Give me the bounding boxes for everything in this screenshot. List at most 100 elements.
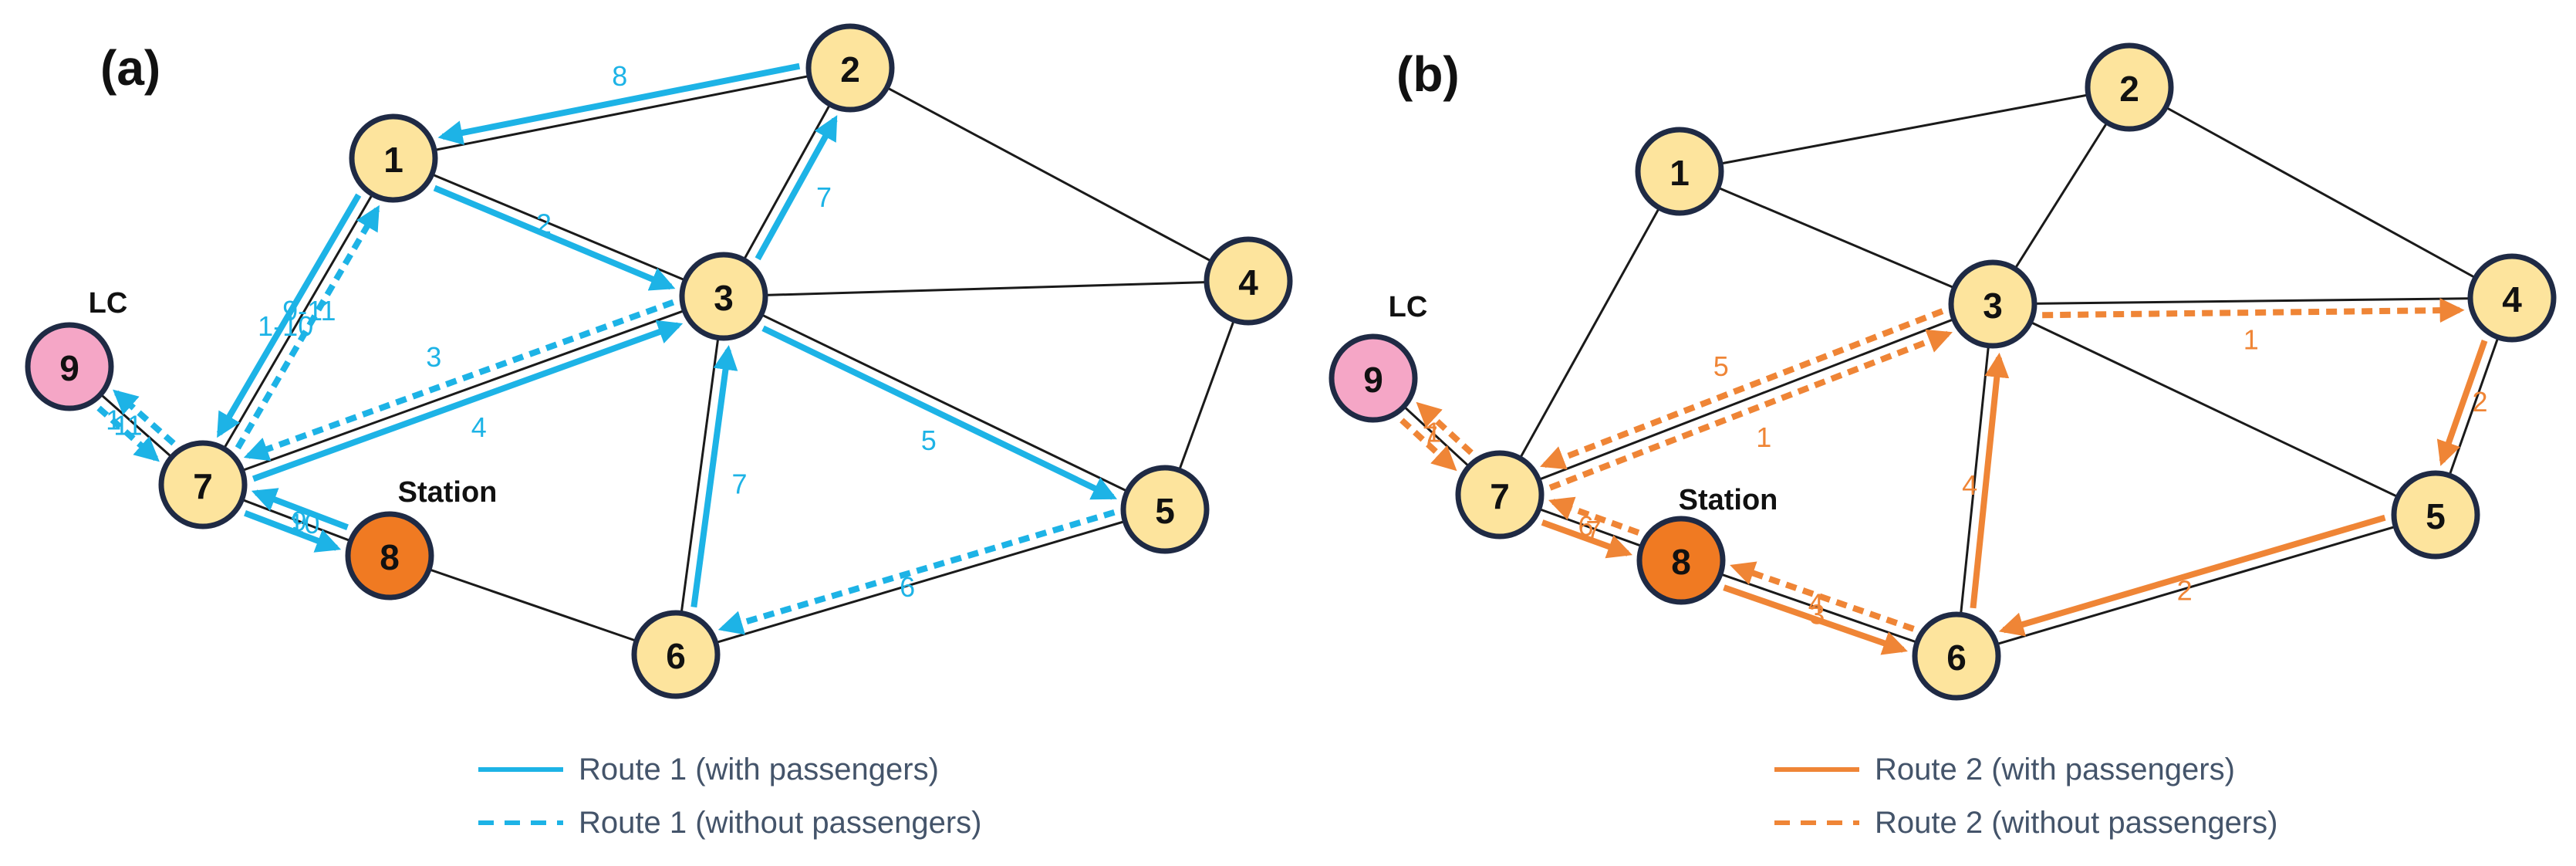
node-circle: [1455, 450, 1545, 540]
route-arrow-6-3: [1970, 352, 2010, 609]
route-step-label: 2: [2473, 386, 2488, 418]
node-3: 3: [679, 252, 768, 341]
node-4: 4: [1204, 236, 1293, 326]
edge-1-7: [1498, 171, 1681, 496]
node-circle: [2085, 42, 2174, 132]
edge-3-6: [674, 296, 725, 655]
station-node-8: 8: [1636, 516, 1726, 605]
edge-3-4: [723, 279, 1249, 298]
route-arrow-1-7: [216, 193, 362, 438]
legend-dashed-text: Route 2 (without passengers): [1875, 806, 2278, 840]
route-step-label: 2: [2177, 574, 2193, 606]
node-circle: [1329, 333, 1418, 423]
node-circle: [25, 322, 114, 411]
node-7: 7: [158, 440, 248, 529]
route-step-label: 11: [113, 409, 142, 441]
node-circle: [631, 610, 721, 699]
node-circle: [805, 23, 895, 113]
route-arrow-3-7: [1540, 308, 1944, 470]
route-arrow-8-6: [1723, 584, 1908, 655]
node-label: 6: [1946, 638, 1967, 678]
node-label: 4: [2502, 279, 2522, 320]
legend-dashed-text: Route 1 (without passengers): [579, 806, 982, 840]
node-6: 6: [631, 610, 721, 699]
route-step-label: 9-11: [282, 295, 336, 326]
edge-5-6: [675, 508, 1166, 656]
route-arrow-7-3: [252, 320, 684, 482]
panel-label: (b): [1396, 46, 1460, 102]
route-step-label: 1: [2243, 324, 2259, 356]
route-arrow-3-4: [2042, 298, 2465, 323]
route-step-label: 4: [1808, 588, 1824, 620]
edge-3-5: [1992, 303, 2436, 516]
route-arrow-2-1: [437, 63, 801, 145]
node-circle: [2391, 470, 2480, 560]
node-circle: [1948, 259, 2038, 349]
route-arrow-5-6: [1998, 514, 2386, 637]
node-label: 7: [193, 466, 213, 506]
route-step-label: 6: [900, 571, 915, 603]
route-arrow-5-6: [717, 509, 1116, 635]
node-circle: [1636, 516, 1726, 605]
node-5: 5: [2391, 470, 2480, 560]
route-arrow-7-8: [244, 510, 342, 553]
route-arrow-3-2: [755, 115, 838, 261]
route-arrow-7-3: [1548, 329, 1953, 491]
route-arrow-8-7: [251, 488, 349, 530]
node-label: 3: [1983, 286, 2003, 326]
lc-node-9: 9: [1329, 333, 1418, 423]
legend-solid-text: Route 1 (with passengers): [579, 753, 939, 787]
station-tag: Station: [1679, 484, 1778, 516]
edge-1-3: [393, 157, 724, 298]
node-5: 5: [1120, 465, 1210, 554]
edge-6-8: [1680, 559, 1957, 658]
node-label: 3: [714, 278, 734, 318]
node-label: 4: [1238, 262, 1258, 303]
route-arrow-7-9: [113, 389, 176, 446]
edge-1-2: [1679, 86, 2130, 173]
node-circle: [158, 440, 248, 529]
route-arrow-3-5: [761, 325, 1118, 500]
node-4: 4: [2467, 253, 2557, 343]
graph-edges: [1372, 86, 2514, 658]
graph-edges: [69, 66, 1250, 656]
edge-3-4: [1992, 296, 2513, 306]
node-label: 5: [2426, 496, 2446, 536]
node-label: 5: [1155, 491, 1175, 531]
legend: Route 1 (with passengers) Route 1 (witho…: [478, 753, 982, 840]
route-arrow-7-8: [1541, 519, 1632, 559]
route-arrow-7-1: [235, 205, 380, 450]
node-label: 8: [1671, 542, 1691, 582]
station-tag: Station: [398, 476, 498, 509]
lc-tag: LC: [89, 287, 128, 320]
node-label: 2: [2119, 69, 2139, 109]
lc-tag: LC: [1389, 291, 1428, 323]
edge-1-2: [393, 66, 851, 160]
node-circle: [345, 511, 434, 600]
route-step-label: 4: [471, 411, 487, 443]
node-label: 2: [840, 49, 860, 90]
route-step-label: 5: [1713, 350, 1729, 382]
edge-3-7: [1499, 303, 1994, 496]
route-step-label: 2: [536, 208, 552, 239]
edge-3-5: [723, 295, 1166, 511]
route-step-label: 7: [816, 181, 832, 213]
node-6: 6: [1912, 611, 2001, 701]
route-arrow-3-7: [243, 299, 675, 462]
node-circle: [1120, 465, 1210, 554]
node-circle: [1204, 236, 1293, 326]
edge-6-8: [389, 554, 677, 656]
route-step-label: 6: [1578, 510, 1593, 542]
station-node-8: 8: [345, 511, 434, 600]
route-step-label: 7: [1586, 515, 1602, 546]
route-step-label: 1: [1756, 421, 1771, 453]
node-7: 7: [1455, 450, 1545, 540]
route-step-label: 5: [921, 425, 937, 456]
node-label: 6: [666, 636, 686, 676]
legend-solid-text: Route 2 (with passengers): [1875, 753, 2235, 787]
